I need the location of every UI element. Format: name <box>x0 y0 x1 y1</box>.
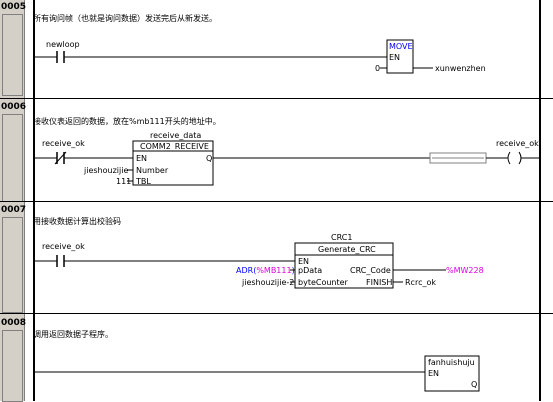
n7-contact-label[interactable]: receive_ok <box>42 242 85 251</box>
n6-tbl-value[interactable]: 111 <box>116 177 131 186</box>
network-separator <box>0 98 553 99</box>
n7-fb-pin-bytecounter: byteCounter <box>298 278 349 287</box>
n6-fb-en: EN <box>136 154 147 163</box>
network-number-8[interactable]: 0008 <box>1 318 27 328</box>
right-power-rail <box>539 0 541 401</box>
n7-pdata-value[interactable]: ADR(%MB111) <box>236 266 295 275</box>
n7-fb-name: Generate_CRC <box>318 245 376 254</box>
n7-fb-out-crc-code: CRC_Code <box>350 266 391 275</box>
n6-contact-label[interactable]: receive_ok <box>42 139 85 148</box>
n5-move-output[interactable]: xunwenzhen <box>435 64 486 73</box>
n8-block-en: EN <box>428 369 439 378</box>
network-number-7[interactable]: 0007 <box>1 205 27 215</box>
n6-coil-label[interactable]: receive_ok <box>496 139 539 148</box>
n6-instance-name[interactable]: receive_data <box>150 131 201 140</box>
n7-instance-name[interactable]: CRC1 <box>331 233 352 242</box>
network-selector-7[interactable] <box>2 217 23 313</box>
network-number-6[interactable]: 0006 <box>1 102 27 112</box>
network-separator <box>0 201 553 202</box>
n6-fb-pin-number: Number <box>136 166 169 175</box>
network-7-comment[interactable]: 用接收数据计算出校验码 <box>33 217 121 226</box>
n8-block-name[interactable]: fanhuishuju <box>428 358 475 367</box>
n7-adr-mb: %MB111 <box>256 266 291 275</box>
network-number-5[interactable]: 0005 <box>1 2 27 12</box>
network-8-comment[interactable]: 调用返回数据子程序。 <box>33 330 113 339</box>
network-selector-5[interactable] <box>2 14 23 96</box>
n7-crc-code-var[interactable]: %MW228 <box>446 266 484 275</box>
n7-fb-en: EN <box>298 257 309 266</box>
n7-adr-func: ADR( <box>236 266 256 275</box>
n7-adr-close: ) <box>292 266 295 275</box>
n7-fb-pin-pdata: pData <box>298 266 322 275</box>
n7-bytecounter-value[interactable]: jieshouzijie-2 <box>241 278 294 287</box>
n5-move-title: MOVE <box>389 42 413 51</box>
n8-block-q: Q <box>471 380 477 389</box>
n5-move-en: EN <box>389 53 400 62</box>
n6-number-value[interactable]: jieshouzijie <box>83 166 128 175</box>
network-separator <box>0 313 553 314</box>
left-power-rail <box>33 0 35 401</box>
n5-move-input[interactable]: 0 <box>375 64 380 73</box>
n7-fb-out-finish: FINISH <box>366 278 392 287</box>
n6-fb-name: COMM2_RECEIVE <box>140 142 209 151</box>
n5-contact-label[interactable]: newloop <box>46 40 80 49</box>
n6-fb-q: Q <box>206 154 212 163</box>
n6-fb-pin-tbl: TBL <box>135 177 151 186</box>
network-6-comment[interactable]: 接收仪表返回的数据，放在%mb111开头的地址中。 <box>33 117 221 126</box>
network-5-comment[interactable]: 所有询问帧（也就是询问数据）发送完后从新发送。 <box>33 14 217 23</box>
n7-finish-var[interactable]: Rcrc_ok <box>405 278 436 287</box>
